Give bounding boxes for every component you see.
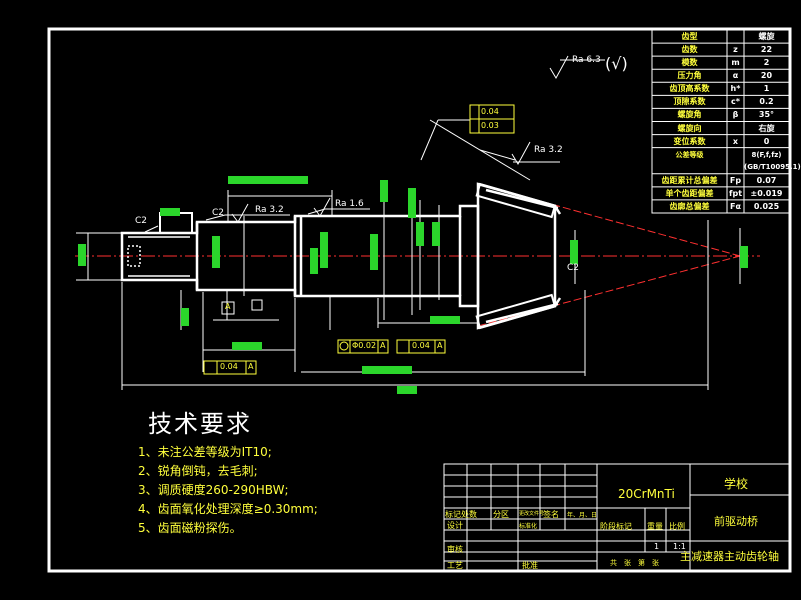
- tech-req-title: 技术要求: [148, 410, 252, 438]
- gear-tooth-top: [475, 182, 557, 219]
- scale-value: 1:1: [673, 542, 686, 551]
- param-value: 2: [763, 58, 770, 68]
- school: 学校: [724, 477, 749, 491]
- param-symbol: α: [732, 71, 739, 81]
- runout-ref: A: [437, 341, 443, 350]
- param-name: 顶隙系数: [673, 97, 706, 107]
- param-value: 1: [763, 84, 770, 94]
- param-value: 0.025: [753, 201, 780, 211]
- process-label: 工艺: [447, 561, 463, 570]
- tech-req-item-2: 2、锐角倒钝，去毛刺;: [138, 464, 258, 478]
- param-value: 0: [763, 136, 770, 146]
- param-name: 齿数: [681, 45, 698, 55]
- ra-mid-text: Ra 1.6: [335, 199, 364, 209]
- param-name: 变位系数: [673, 136, 706, 146]
- param-name: 单个齿距偏差: [665, 188, 714, 198]
- param-value: 8(F,f,fz) (GB/T10095.1): [744, 150, 801, 171]
- param-name: 齿型: [681, 32, 698, 41]
- datum-a-marker: [251, 299, 263, 311]
- datum-box: [221, 301, 235, 315]
- ra-top-text: Ra 3.2: [534, 145, 563, 155]
- param-symbol: Fα: [730, 201, 741, 211]
- row-label-3: 更改文件号: [519, 511, 545, 517]
- param-value: 22: [760, 45, 773, 55]
- param-symbol: fpt: [728, 188, 743, 198]
- coax-box-text: Φ0.02: [352, 341, 377, 350]
- left-runout-text: 0.04: [220, 362, 238, 371]
- param-name: 压力角: [677, 71, 702, 81]
- param-symbol: m: [731, 58, 740, 68]
- param-value: 螺旋: [758, 32, 775, 41]
- param-value: 35°: [758, 110, 775, 120]
- param-name: 公差等级: [675, 150, 704, 159]
- runout-box-text: 0.04: [412, 341, 430, 350]
- c2-mid: C2: [212, 208, 225, 218]
- param-symbol: [727, 31, 744, 43]
- param-name: 齿廓总偏差: [669, 201, 710, 211]
- material: 20CrMnTi: [618, 487, 675, 501]
- coax-ref: A: [380, 341, 386, 350]
- ra-journal-text: Ra 3.2: [255, 205, 284, 215]
- title-block-grid: [443, 463, 790, 571]
- coax-symbol: [339, 341, 349, 351]
- tol-box-1: 0.04: [481, 107, 499, 116]
- param-name: 模数: [681, 58, 698, 68]
- param-symbol: [727, 149, 744, 174]
- dimension-text: [78, 176, 748, 394]
- drawing-border: [47, 27, 792, 573]
- param-name: 齿顶高系数: [669, 84, 710, 94]
- annotation-boxes: [203, 104, 515, 375]
- design-label: 设计: [447, 521, 463, 530]
- param-table-rows: [652, 42, 789, 201]
- row-label-1: 标记处数: [445, 510, 477, 519]
- row-label-2: 分区: [493, 510, 509, 519]
- tech-req-item-4: 4、齿面氧化处理深度≥0.30mm;: [138, 502, 318, 516]
- param-symbol: β: [732, 110, 739, 120]
- thread-end: [127, 236, 190, 277]
- c2-left: C2: [135, 216, 148, 226]
- param-symbol: Fp: [729, 175, 742, 185]
- param-value: 0.2: [759, 97, 774, 107]
- param-symbol: c*: [731, 97, 740, 107]
- param-symbol: x: [732, 136, 739, 146]
- param-name: 螺旋角: [677, 110, 702, 120]
- stage-label: 阶段标记: [600, 522, 632, 531]
- row-label-4: 签名: [543, 510, 559, 519]
- standard-label: 标准化: [519, 523, 538, 530]
- subtitle: 前驱动桥: [714, 515, 758, 528]
- dimension-lines: [76, 119, 741, 390]
- part-name: 主减速器主动齿轮轴: [680, 550, 779, 563]
- param-value: 右旋: [758, 123, 775, 133]
- sheets-label: 共 张 第 张: [610, 559, 659, 567]
- datum-a-label: A: [225, 302, 231, 311]
- tech-req-item-3: 3、调质硬度260-290HBW;: [138, 483, 289, 497]
- param-value: ±0.019: [750, 188, 783, 198]
- param-symbol: [727, 123, 744, 135]
- left-runout-ref: A: [248, 362, 254, 371]
- qty-value: 1: [654, 542, 660, 551]
- weight-label: 重量: [647, 522, 663, 531]
- param-value: 0.07: [756, 175, 777, 185]
- param-symbol: z: [733, 45, 738, 55]
- row-label-5: 年、月、日: [567, 512, 598, 519]
- tol-box-2: 0.03: [481, 121, 499, 130]
- review-label: 审核: [447, 545, 463, 554]
- ra-symbols: [231, 55, 569, 223]
- approve-label: 批准: [522, 561, 538, 570]
- param-name: 螺旋向: [677, 123, 702, 133]
- ra-corner-check: (√): [605, 54, 628, 73]
- param-symbol: h*: [730, 84, 741, 94]
- param-name: 齿距累计总偏差: [661, 175, 718, 185]
- tech-req-item-5: 5、齿面磁粉探伤。: [138, 521, 242, 535]
- gear-tooth-bot: [475, 293, 557, 330]
- tech-req-item-1: 1、未注公差等级为IT10;: [138, 445, 272, 459]
- ra-corner-text: Ra 6.3: [572, 55, 601, 65]
- scale-label: 比例: [669, 522, 685, 531]
- c2-right: C2: [567, 263, 580, 273]
- param-value: 20: [760, 71, 773, 81]
